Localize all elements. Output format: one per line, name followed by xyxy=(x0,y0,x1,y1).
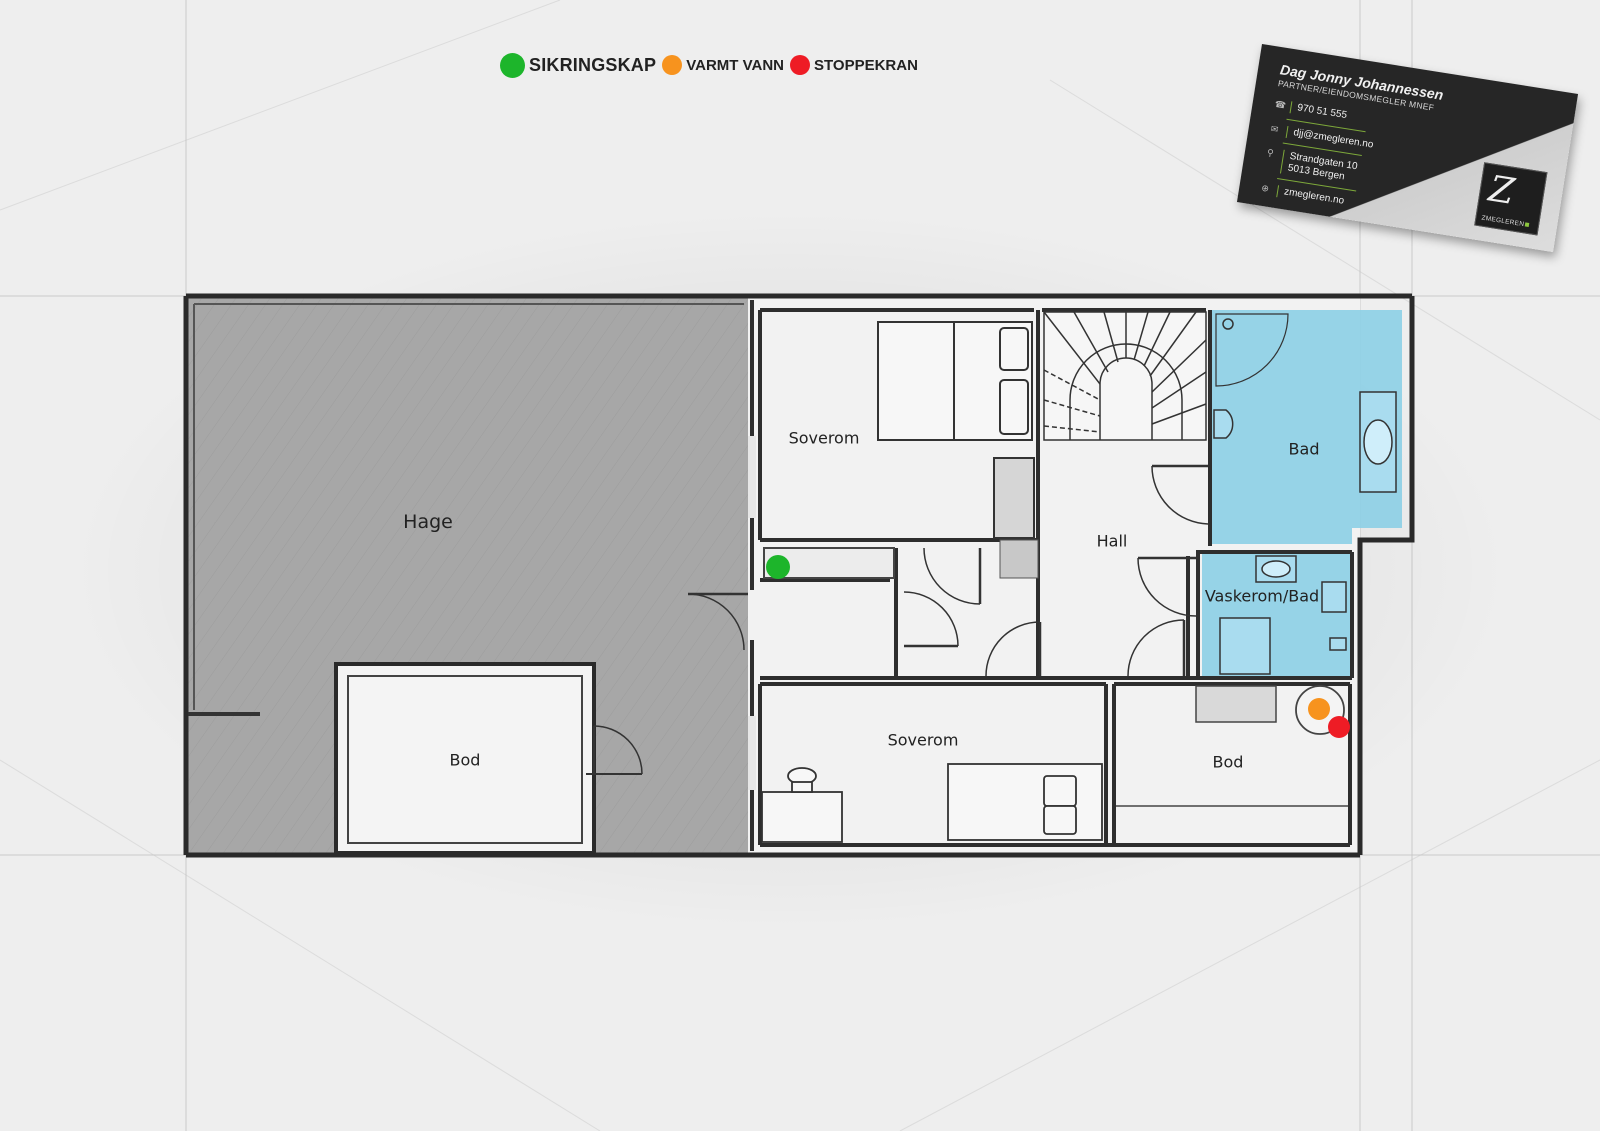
pin-icon: ⚲ xyxy=(1266,147,1275,159)
logo-text: ZMEGLEREN xyxy=(1481,215,1530,229)
legend: SIKRINGSKAP VARMT VANN STOPPEKRAN xyxy=(500,50,924,80)
shelf xyxy=(1195,685,1277,723)
room-label-hage: Hage xyxy=(403,511,453,533)
legend-label: VARMT VANN xyxy=(686,56,784,74)
legend-item-varmt-vann: VARMT VANN xyxy=(662,55,784,75)
legend-dot-red xyxy=(790,55,810,75)
room-label-vaskerom: Vaskerom/Bad xyxy=(1204,586,1320,606)
marker-sikringskap xyxy=(766,555,790,579)
room-label-bod-bottom: Bod xyxy=(1212,752,1244,772)
staircase xyxy=(1043,311,1207,441)
window xyxy=(748,436,756,518)
card-email-row: ✉ djj@zmegleren.no xyxy=(1270,123,1375,152)
card-logo: Z ZMEGLEREN xyxy=(1474,162,1548,236)
bathroom-fixtures xyxy=(1213,313,1397,675)
room-label-bod-garden: Bod xyxy=(449,750,481,770)
wardrobe xyxy=(993,457,1035,539)
door-swing xyxy=(593,725,643,775)
envelope-icon: ✉ xyxy=(1270,123,1280,135)
outer-walls xyxy=(183,293,1415,858)
room-label-soverom-top: Soverom xyxy=(788,428,860,448)
bed xyxy=(877,321,1033,441)
legend-label: STOPPEKRAN xyxy=(814,56,918,74)
bedroom-furniture xyxy=(761,763,1103,843)
interior-walls xyxy=(750,300,1354,851)
card-web: zmegleren.no xyxy=(1276,185,1345,208)
logo-mark-icon: Z xyxy=(1485,168,1518,213)
window xyxy=(748,716,756,790)
legend-dot-orange xyxy=(662,55,683,75)
legend-label: SIKRINGSKAP xyxy=(529,54,657,75)
phone-icon: ☎ xyxy=(1274,98,1287,111)
room-label-hall: Hall xyxy=(1096,531,1128,551)
doors xyxy=(687,464,1209,677)
globe-icon: ⊕ xyxy=(1260,182,1270,194)
card-phone: 970 51 555 xyxy=(1289,101,1348,123)
card-phone-row: ☎ 970 51 555 xyxy=(1274,98,1348,123)
marker-stoppekran xyxy=(1328,716,1350,738)
legend-item-sikringskap: SIKRINGSKAP xyxy=(500,52,657,78)
legend-dot-green xyxy=(500,52,525,78)
room-label-bad: Bad xyxy=(1288,439,1320,459)
legend-item-stoppekran: STOPPEKRAN xyxy=(790,55,918,75)
marker-varmt-vann xyxy=(1308,698,1330,720)
room-label-soverom-bottom: Soverom xyxy=(887,730,959,750)
bathroom-fill xyxy=(1212,310,1402,544)
